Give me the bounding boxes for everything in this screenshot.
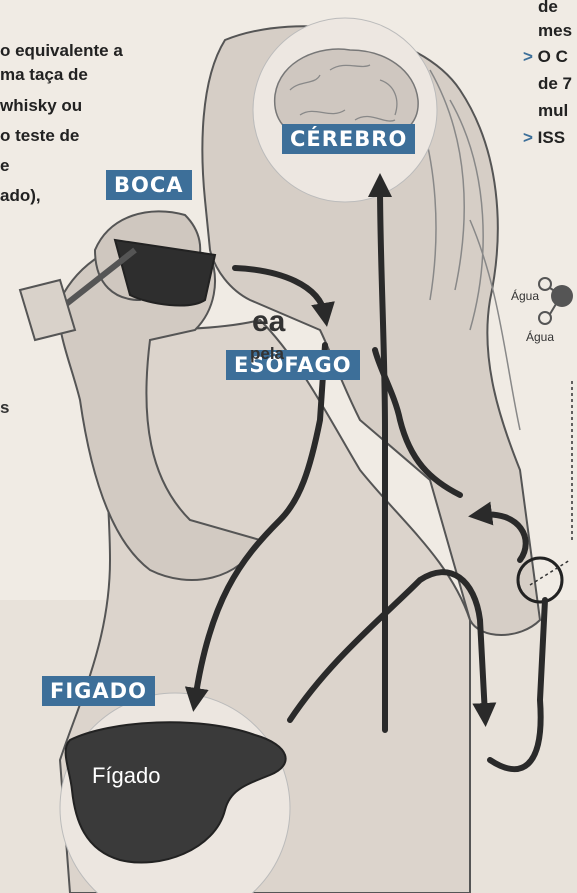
molecule-atom-top — [539, 278, 551, 290]
left-fragment-large: ea — [252, 305, 285, 339]
bullet-arrow-icon: > — [523, 47, 533, 66]
mouth-label: BOCA — [106, 170, 192, 200]
liver-caption: Fígado — [92, 763, 161, 789]
molecule-label-top: Água — [511, 289, 539, 303]
left-text-line-5: e — [0, 155, 9, 177]
right-text-line-2: mes — [538, 20, 572, 42]
esophagus-label: ESÔFAGO — [226, 350, 360, 380]
right-text-line-5: mul — [538, 100, 568, 122]
left-fragment-small: pela — [250, 344, 284, 364]
left-text-line-6: ado), — [0, 185, 41, 207]
molecule-label-bottom: Água — [526, 330, 554, 344]
callout-line — [530, 380, 572, 585]
molecule-atom-center — [551, 285, 573, 307]
left-text-line-3: whisky ou — [0, 95, 82, 117]
left-text-line-1: o equivalente a — [0, 40, 123, 62]
right-text-line-4: de 7 — [538, 73, 572, 95]
right-text-line-3: > O C — [523, 46, 568, 68]
left-text-line-2: ma taça de — [0, 64, 88, 86]
left-text-line-4: o teste de — [0, 125, 79, 147]
molecule-atom-bottom — [539, 312, 551, 324]
left-fragment-tiny: s — [0, 398, 9, 418]
bullet-arrow-icon: > — [523, 128, 533, 147]
right-text-line-1: de — [538, 0, 558, 18]
liver-label: FIGADO — [42, 676, 155, 706]
right-text-line-6: > ISS — [523, 127, 565, 149]
brain-label: CÉREBRO — [282, 124, 415, 154]
